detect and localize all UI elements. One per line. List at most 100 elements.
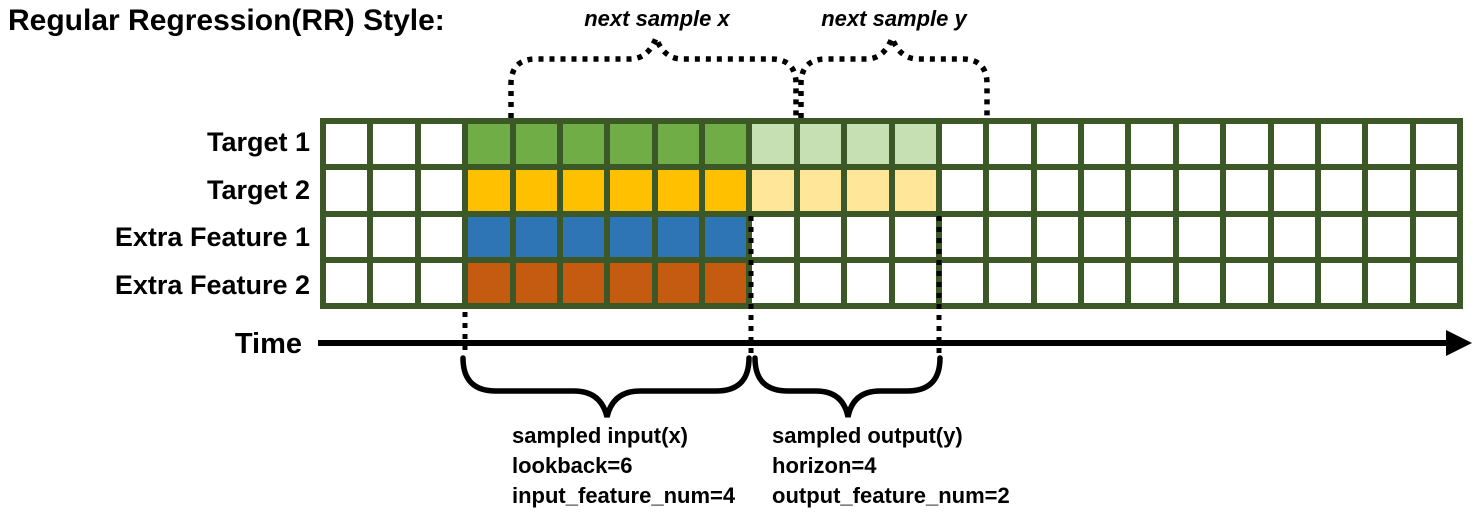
- grid-cell: [1084, 262, 1126, 303]
- grid-cell: [989, 216, 1031, 257]
- grid-cell: [894, 170, 936, 211]
- grid-cell: [562, 262, 605, 303]
- sampled-output-brace: [752, 355, 943, 418]
- grid-cell: [941, 262, 984, 303]
- grid-cell: [326, 170, 368, 211]
- grid-cell: [1320, 216, 1363, 257]
- grid-cell: [562, 170, 605, 211]
- grid-cell: [562, 124, 605, 165]
- grid-cell: [941, 216, 984, 257]
- sample-grid: [320, 118, 1463, 309]
- grid-cell: [894, 124, 936, 165]
- grid-cell: [326, 124, 368, 165]
- grid-cell: [1036, 170, 1078, 211]
- grid-cell: [420, 216, 463, 257]
- grid-cell: [1320, 170, 1363, 211]
- grid-cell: [515, 170, 557, 211]
- grid-cell: [420, 124, 463, 165]
- grid-cell: [989, 262, 1031, 303]
- grid-cell: [1036, 216, 1078, 257]
- row-label-extra-feature-1: Extra Feature 1: [114, 221, 310, 252]
- grid-cell: [1415, 216, 1457, 257]
- grid-cell: [373, 170, 415, 211]
- grid-cell: [989, 124, 1031, 165]
- grid-cell: [1226, 124, 1268, 165]
- output-annotation-features: output_feature_num=2: [772, 483, 1010, 508]
- grid-cell: [847, 216, 889, 257]
- grid-cell: [894, 216, 936, 257]
- row-label-extra-feature-2: Extra Feature 2: [114, 269, 310, 300]
- grid-cell: [941, 170, 984, 211]
- grid-cell: [468, 262, 510, 303]
- output-annotation-title: sampled output(y): [772, 423, 963, 448]
- grid-cell: [1131, 170, 1173, 211]
- grid-cell: [420, 262, 463, 303]
- input-annotation: sampled input(x) lookback=6 input_featur…: [512, 421, 735, 511]
- grid-cell: [1226, 216, 1268, 257]
- grid-cell: [752, 216, 794, 257]
- grid-cell: [799, 262, 842, 303]
- grid-cell: [1131, 124, 1173, 165]
- grid-cell: [1415, 170, 1457, 211]
- grid-cell: [468, 124, 510, 165]
- grid-cell: [1036, 262, 1078, 303]
- grid-cell: [1320, 262, 1363, 303]
- grid-cell: [989, 170, 1031, 211]
- grid-cell: [1368, 216, 1410, 257]
- time-axis-label: Time: [234, 328, 302, 360]
- grid-cell: [610, 262, 652, 303]
- sampled-input-brace: [460, 355, 752, 418]
- grid-cell: [562, 216, 605, 257]
- output-annotation: sampled output(y) horizon=4 output_featu…: [772, 421, 1010, 511]
- grid-cell: [1368, 170, 1410, 211]
- grid-cell: [752, 170, 794, 211]
- grid-cell: [610, 216, 652, 257]
- grid-cell: [1131, 216, 1173, 257]
- grid-cell: [657, 170, 699, 211]
- grid-cell: [1178, 216, 1221, 257]
- grid-cell: [1084, 124, 1126, 165]
- next-sample-x-label: next sample x: [584, 6, 730, 31]
- grid-cell: [894, 262, 936, 303]
- input-annotation-title: sampled input(x): [512, 423, 689, 448]
- diagram-title: Regular Regression(RR) Style:: [8, 4, 445, 37]
- grid-cell: [468, 170, 510, 211]
- grid-cell: [941, 124, 984, 165]
- grid-cell: [752, 124, 794, 165]
- grid-cell: [1273, 124, 1315, 165]
- output-annotation-horizon: horizon=4: [772, 453, 877, 478]
- grid-cell: [1273, 216, 1315, 257]
- grid-cell: [1226, 170, 1268, 211]
- grid-cell: [1320, 124, 1363, 165]
- grid-cell: [1084, 216, 1126, 257]
- grid-cell: [657, 262, 699, 303]
- grid-cell: [799, 170, 842, 211]
- next-sample-y-label: next sample y: [821, 6, 967, 31]
- grid-cell: [847, 124, 889, 165]
- grid-cell: [1368, 124, 1410, 165]
- grid-cell: [1273, 262, 1315, 303]
- row-label-target-2: Target 2: [206, 174, 310, 205]
- grid-cell: [705, 262, 747, 303]
- grid-cell: [373, 124, 415, 165]
- grid-cell: [326, 262, 368, 303]
- grid-cell: [705, 170, 747, 211]
- grid-cell: [1131, 262, 1173, 303]
- grid-cell: [610, 124, 652, 165]
- grid-cell: [610, 170, 652, 211]
- grid-cell: [1368, 262, 1410, 303]
- grid-cell: [373, 216, 415, 257]
- grid-cell: [1415, 124, 1457, 165]
- input-annotation-lookback: lookback=6: [512, 453, 633, 478]
- grid-cell: [1226, 262, 1268, 303]
- grid-cell: [705, 124, 747, 165]
- grid-cell: [1178, 262, 1221, 303]
- grid-cell: [468, 216, 510, 257]
- grid-cell: [1036, 124, 1078, 165]
- row-label-target-1: Target 1: [206, 126, 310, 157]
- grid-cell: [657, 124, 699, 165]
- grid-cell: [1273, 170, 1315, 211]
- grid-cell: [847, 262, 889, 303]
- grid-cell: [657, 216, 699, 257]
